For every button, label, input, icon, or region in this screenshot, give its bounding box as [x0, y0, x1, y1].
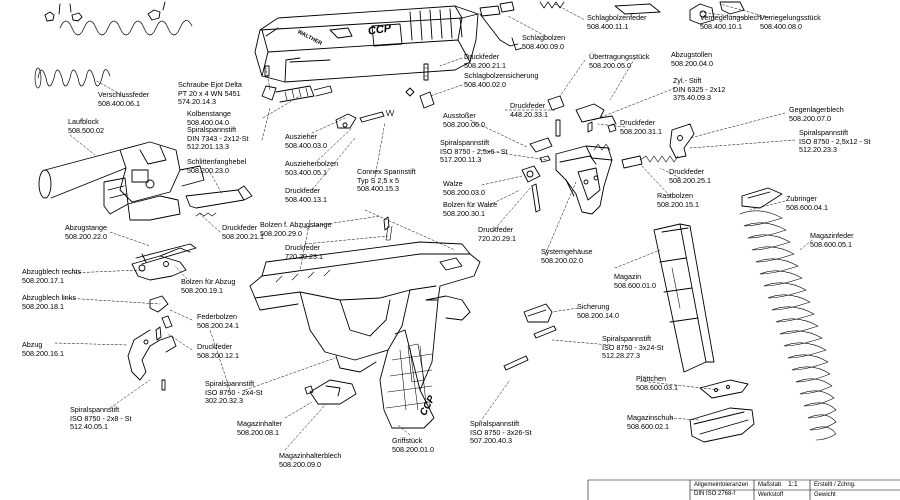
magazine-base [689, 407, 755, 443]
leader-lines [54, 3, 813, 451]
slide-stop-lever [185, 185, 253, 217]
barrel-block [38, 141, 205, 221]
title-scale-label: Maßstab [758, 482, 782, 488]
title-status-value: Gewicht [814, 492, 836, 498]
housing-small-parts [521, 95, 617, 213]
trigger-bar [135, 243, 197, 265]
magazine-follower [741, 187, 783, 209]
slide-rear-parts [479, 1, 745, 51]
magazine-spring [739, 210, 837, 441]
title-scale-value: 1:1 [788, 481, 798, 488]
title-werkstoff-label: Werkstoff [758, 492, 784, 498]
title-tolerance-label: Allgemeintoleranzen [694, 482, 749, 488]
magazine-body [653, 223, 715, 373]
magazine-catch [304, 379, 357, 405]
piston-rod-assembly [261, 65, 333, 103]
trigger-parts [127, 247, 191, 391]
firing-pin-parts [405, 63, 435, 109]
title-tolerance-value: DIN ISO 2768-f [694, 491, 736, 497]
magazine-plate [699, 379, 749, 399]
right-small-parts [621, 123, 695, 169]
title-block-frame [587, 479, 900, 500]
safety-and-pins [503, 303, 557, 371]
slide-marking: CCP [367, 22, 392, 38]
recoil-spring [34, 67, 111, 89]
extractor-parts [335, 109, 395, 241]
guide-rod-spring [59, 20, 193, 36]
top-left-small-parts [44, 1, 166, 22]
frame-drawing [249, 241, 481, 429]
slide-drawing [254, 5, 501, 83]
system-housing [555, 143, 613, 215]
title-status-label: Erstellt / Zchng. [814, 482, 856, 488]
